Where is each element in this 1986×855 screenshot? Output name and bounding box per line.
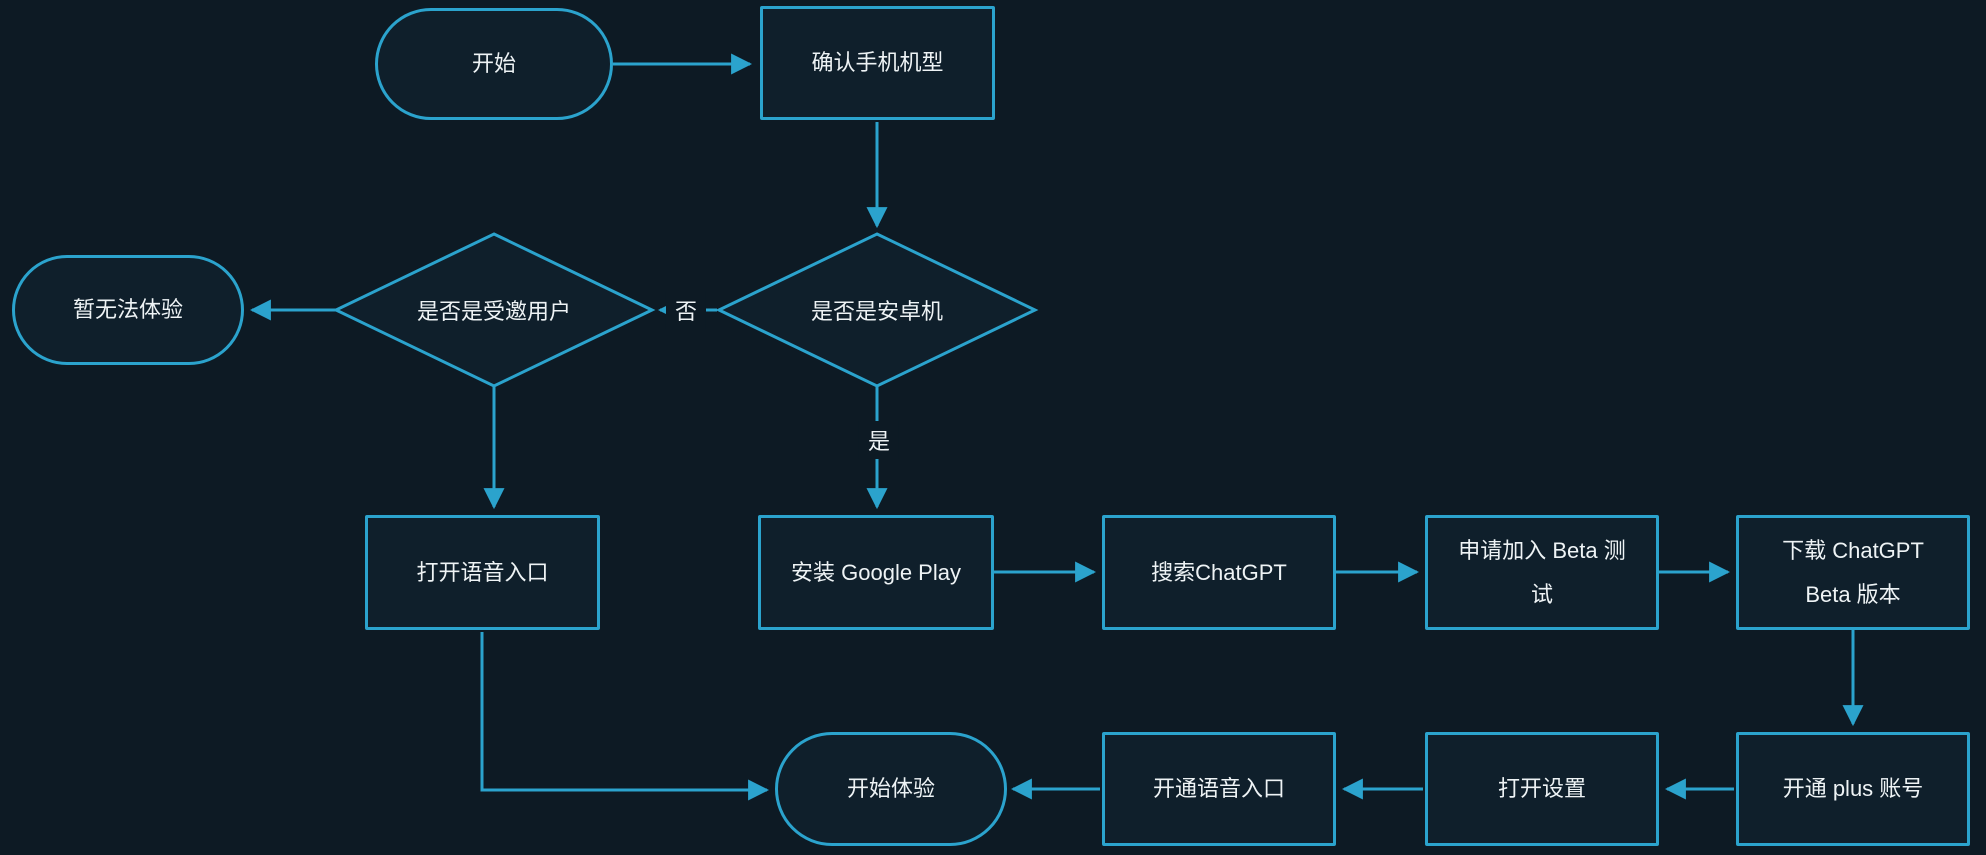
node-enable-voice-entry-label: 开通语音入口 bbox=[1152, 776, 1285, 801]
node-open-settings-label: 打开设置 bbox=[1497, 776, 1586, 801]
node-open-voice-entry: 打开语音入口 bbox=[365, 515, 600, 630]
node-apply-beta-label: 申请加入 Beta 测试 bbox=[1458, 537, 1626, 607]
edge-label-no: 否 bbox=[665, 291, 707, 329]
node-enable-voice-entry: 开通语音入口 bbox=[1102, 732, 1336, 846]
edge-openvoice-to-startexp bbox=[480, 632, 770, 801]
node-confirm-model-label: 确认手机机型 bbox=[811, 50, 944, 75]
node-no-experience: 暂无法体验 bbox=[12, 255, 244, 365]
node-plus-account: 开通 plus 账号 bbox=[1736, 732, 1970, 846]
decision-is-invited bbox=[332, 232, 656, 388]
node-no-experience-label: 暂无法体验 bbox=[72, 297, 183, 322]
node-plus-account-label: 开通 plus 账号 bbox=[1782, 776, 1924, 801]
node-install-gplay-label: 安装 Google Play bbox=[791, 559, 961, 585]
node-download-beta: 下载 ChatGPT Beta 版本 bbox=[1736, 515, 1970, 630]
node-start: 开始 bbox=[375, 8, 613, 120]
node-open-settings: 打开设置 bbox=[1425, 732, 1659, 846]
node-search-chatgpt-label: 搜索ChatGPT bbox=[1151, 559, 1287, 585]
node-search-chatgpt: 搜索ChatGPT bbox=[1102, 515, 1336, 630]
edge-label-yes: 是 bbox=[858, 421, 900, 459]
node-start-experience-label: 开始体验 bbox=[846, 776, 935, 801]
node-apply-beta: 申请加入 Beta 测试 bbox=[1425, 515, 1659, 630]
node-install-gplay: 安装 Google Play bbox=[758, 515, 994, 630]
node-open-voice-entry-label: 打开语音入口 bbox=[416, 559, 549, 585]
node-download-beta-label: 下载 ChatGPT Beta 版本 bbox=[1782, 537, 1924, 607]
node-start-experience: 开始体验 bbox=[775, 732, 1007, 846]
decision-is-android bbox=[715, 232, 1039, 388]
node-start-label: 开始 bbox=[471, 51, 516, 76]
node-confirm-model: 确认手机机型 bbox=[760, 6, 995, 120]
